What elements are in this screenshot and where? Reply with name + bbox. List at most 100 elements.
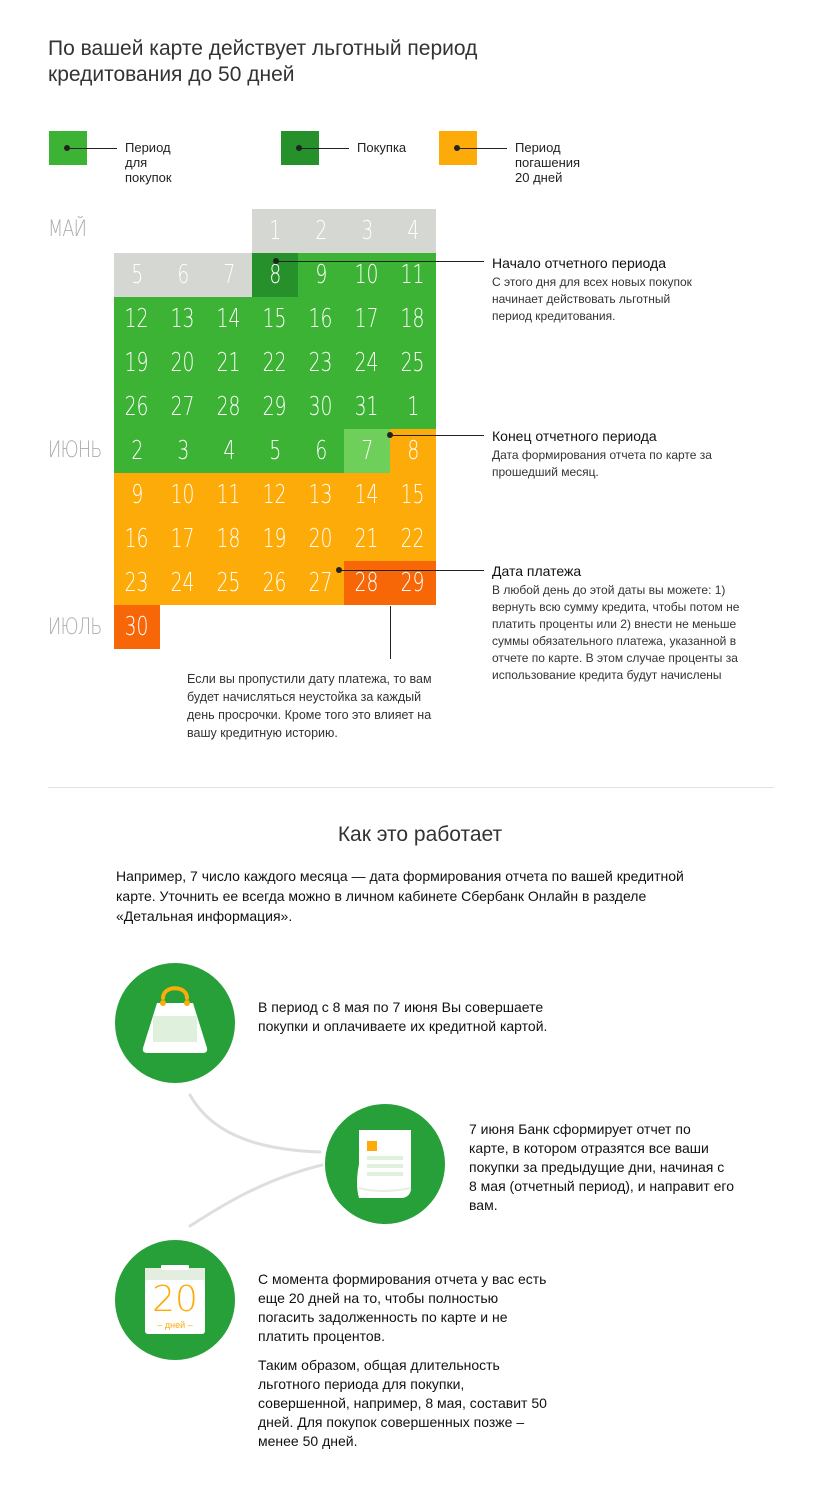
calendar-day-number: 24 [171, 568, 195, 598]
calendar-day-cell: 19 [252, 517, 298, 561]
calendar-day-cell: 14 [344, 473, 390, 517]
annotation-line-payment [339, 570, 484, 571]
calendar-day-number: 30 [125, 612, 149, 642]
calendar-day-number: 14 [355, 480, 379, 510]
calendar-day-cell: 18 [206, 517, 252, 561]
calendar-day-cell: 3 [160, 429, 206, 473]
step-3-text: С момента формирования отчета у вас есть… [258, 1271, 547, 1344]
calendar-day-number: 15 [401, 480, 425, 510]
calendar-day-number: 25 [401, 348, 425, 378]
calendar-day-number: 18 [217, 524, 241, 554]
calendar-day-cell: 9 [114, 473, 160, 517]
calendar-day-cell: 16 [114, 517, 160, 561]
calendar-day-number: 19 [263, 524, 287, 554]
calendar-day-cell: 28 [344, 561, 390, 605]
calendar-day-number: 6 [315, 436, 327, 466]
calendar-day-number: 11 [217, 480, 241, 510]
calendar-day-number: 15 [263, 304, 287, 334]
calendar-day-cell: 3 [344, 209, 390, 253]
calendar-day-cell: 26 [252, 561, 298, 605]
calendar-day-cell: 29 [252, 385, 298, 429]
annotation-title-payment: Дата платежа [492, 563, 582, 579]
month-label-june: ИЮНЬ [48, 438, 102, 463]
calendar-day-cell: 10 [344, 253, 390, 297]
calendar-day-number: 13 [309, 480, 333, 510]
calendar-day-number: 10 [355, 260, 379, 290]
calendar-day-cell: 11 [206, 473, 252, 517]
legend-label-purchase-period: Период для покупок [125, 140, 172, 185]
calendar-day-number: 20 [309, 524, 333, 554]
legend-line [67, 148, 117, 149]
calendar-day-number: 17 [355, 304, 379, 334]
calendar-day-number: 21 [355, 524, 379, 554]
calendar-day-number: 11 [401, 260, 425, 290]
legend-label-purchase: Покупка [357, 140, 407, 155]
calendar-day-cell: 14 [206, 297, 252, 341]
calendar-day-number: 3 [177, 436, 189, 466]
calendar-day-number: 1 [407, 392, 419, 422]
calendar-day-number: 2 [131, 436, 143, 466]
calendar-day-number: 17 [171, 524, 195, 554]
calendar-day-cell: 21 [206, 341, 252, 385]
calendar-day-number: 24 [355, 348, 379, 378]
calendar-day-number: 5 [269, 436, 281, 466]
calendar-day-cell: 22 [252, 341, 298, 385]
calendar-day-cell: 7 [206, 253, 252, 297]
calendar-day-number: 3 [361, 216, 373, 246]
calendar-day-cell: 15 [390, 473, 436, 517]
calendar-day-cell: 4 [206, 429, 252, 473]
step-2-text: 7 июня Банк сформирует отчет по карте, в… [469, 1121, 735, 1213]
legend-line [299, 148, 349, 149]
calendar-day-number: 7 [361, 436, 373, 466]
calendar-day-number: 16 [309, 304, 333, 334]
calendar-day-number: 27 [309, 568, 333, 598]
annotation-line-start [276, 261, 484, 262]
calendar-day-cell: 11 [390, 253, 436, 297]
calendar-day-cell: 15 [252, 297, 298, 341]
calendar-day-cell: 1 [390, 385, 436, 429]
calendar-day-number: 1 [269, 216, 281, 246]
calendar-day-cell: 26 [114, 385, 160, 429]
calendar-day-number: 12 [125, 304, 149, 334]
calendar-day-number: 14 [217, 304, 241, 334]
calendar-day-cell: 5 [252, 429, 298, 473]
calendar-day-number: 20 [171, 348, 195, 378]
calendar-day-number: 23 [309, 348, 333, 378]
calendar-day-number: 4 [407, 216, 419, 246]
how-it-works-title: Как это работает [337, 823, 503, 846]
page-title: По вашей карте действует льготный период… [48, 37, 478, 86]
calendar-day-cell: 20 [160, 341, 206, 385]
annotation-title-end: Конец отчетного периода [492, 428, 657, 444]
calendar-day-number: 28 [355, 568, 379, 598]
calendar-day-number: 22 [401, 524, 425, 554]
calendar-day-cell: 10 [160, 473, 206, 517]
legend-line [457, 148, 507, 149]
calendar-day-cell: 30 [298, 385, 344, 429]
calendar-icon-label: – дней – [157, 1320, 193, 1330]
calendar-day-cell: 5 [114, 253, 160, 297]
calendar-day-number: 8 [269, 260, 281, 290]
calendar-day-cell: 21 [344, 517, 390, 561]
annotation-text-end: Дата формирования отчета по карте за про… [492, 448, 712, 479]
calendar-day-number: 28 [217, 392, 241, 422]
calendar-day-cell: 18 [390, 297, 436, 341]
calendar-day-cell: 16 [298, 297, 344, 341]
calendar-day-number: 5 [131, 260, 143, 290]
month-label-july: ИЮЛЬ [48, 615, 102, 640]
calendar-day-number: 10 [171, 480, 195, 510]
annotation-text-start: С этого дня для всех новых покупок начин… [492, 275, 692, 323]
annotation-line-missed [390, 606, 391, 659]
calendar-day-cell: 8 [390, 429, 436, 473]
shopping-bag-icon [142, 986, 208, 1053]
calendar-icon [145, 1265, 205, 1334]
calendar-day-cell: 24 [160, 561, 206, 605]
calendar-day-cell: 29 [390, 561, 436, 605]
annotation-line-end [390, 435, 484, 436]
calendar-day-cell: 2 [298, 209, 344, 253]
calendar-day-number: 25 [217, 568, 241, 598]
report-document-icon [357, 1130, 412, 1198]
calendar-day-cell: 27 [160, 385, 206, 429]
calendar-day-cell: 1 [252, 209, 298, 253]
